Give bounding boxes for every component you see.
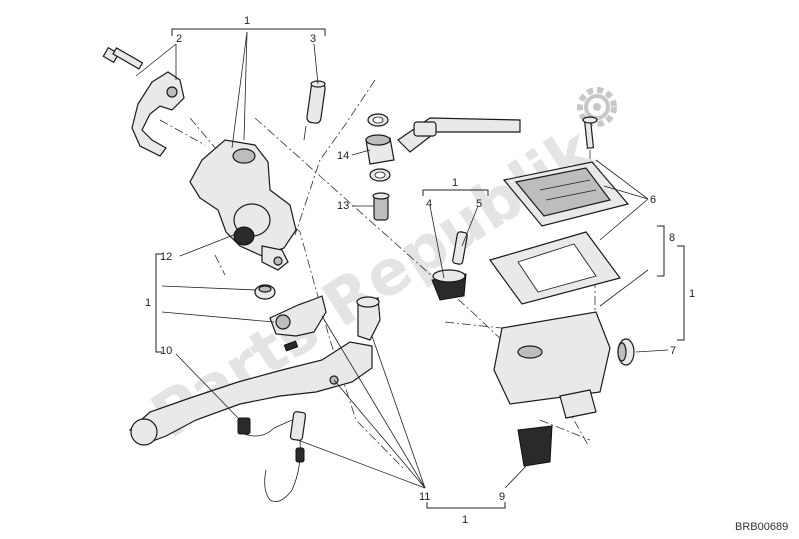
part-washer-top bbox=[367, 113, 389, 127]
callout-11: 11 bbox=[419, 491, 430, 503]
part-reservoir-body bbox=[493, 311, 611, 419]
part-reservoir-diaphragm bbox=[489, 231, 622, 305]
callout-13: 13 bbox=[337, 200, 349, 212]
callout-1-mid: 1 bbox=[452, 177, 458, 189]
callout-9: 9 bbox=[499, 491, 505, 503]
part-adjuster bbox=[269, 295, 327, 352]
part-reservoir-cap bbox=[502, 116, 630, 227]
leader-lines bbox=[135, 31, 669, 489]
part-banjo-bolt bbox=[372, 192, 390, 221]
diagram-code: BRB00689 bbox=[735, 521, 788, 533]
part-grommet bbox=[431, 269, 467, 301]
part-brake-lever bbox=[128, 341, 373, 446]
part-bleed-screw bbox=[452, 231, 468, 265]
callout-8: 8 bbox=[669, 232, 675, 244]
callout-1-top: 1 bbox=[244, 15, 250, 27]
callout-5: 5 bbox=[476, 198, 482, 210]
group-brackets bbox=[155, 28, 685, 509]
callout-1-bottom: 1 bbox=[462, 514, 468, 526]
part-pivot-pin bbox=[303, 80, 326, 141]
callout-labels: 1 2 3 1 12 10 14 13 1 4 5 6 8 1 7 11 9 1 bbox=[145, 15, 695, 526]
part-lever-bushing bbox=[254, 284, 276, 300]
part-washer-bottom bbox=[369, 168, 391, 182]
part-reservoir-plug bbox=[617, 338, 635, 366]
part-banjo-fitting bbox=[365, 134, 395, 165]
callout-7: 7 bbox=[670, 345, 676, 357]
callout-1-right: 1 bbox=[689, 288, 695, 300]
callout-4: 4 bbox=[426, 198, 432, 210]
part-brake-switch bbox=[237, 411, 307, 503]
part-brake-hose bbox=[397, 117, 521, 153]
callout-6: 6 bbox=[650, 194, 656, 206]
callout-12: 12 bbox=[160, 251, 172, 263]
part-sleeve bbox=[356, 296, 381, 341]
part-clamp-bolt bbox=[102, 46, 185, 157]
callout-1-left: 1 bbox=[145, 297, 151, 309]
callout-14: 14 bbox=[337, 150, 349, 162]
callout-2: 2 bbox=[176, 33, 182, 45]
callout-3: 3 bbox=[310, 33, 316, 45]
callout-10: 10 bbox=[160, 345, 172, 357]
gear-icon bbox=[577, 87, 617, 127]
part-boot bbox=[517, 425, 553, 467]
part-master-cylinder-body bbox=[189, 139, 297, 271]
